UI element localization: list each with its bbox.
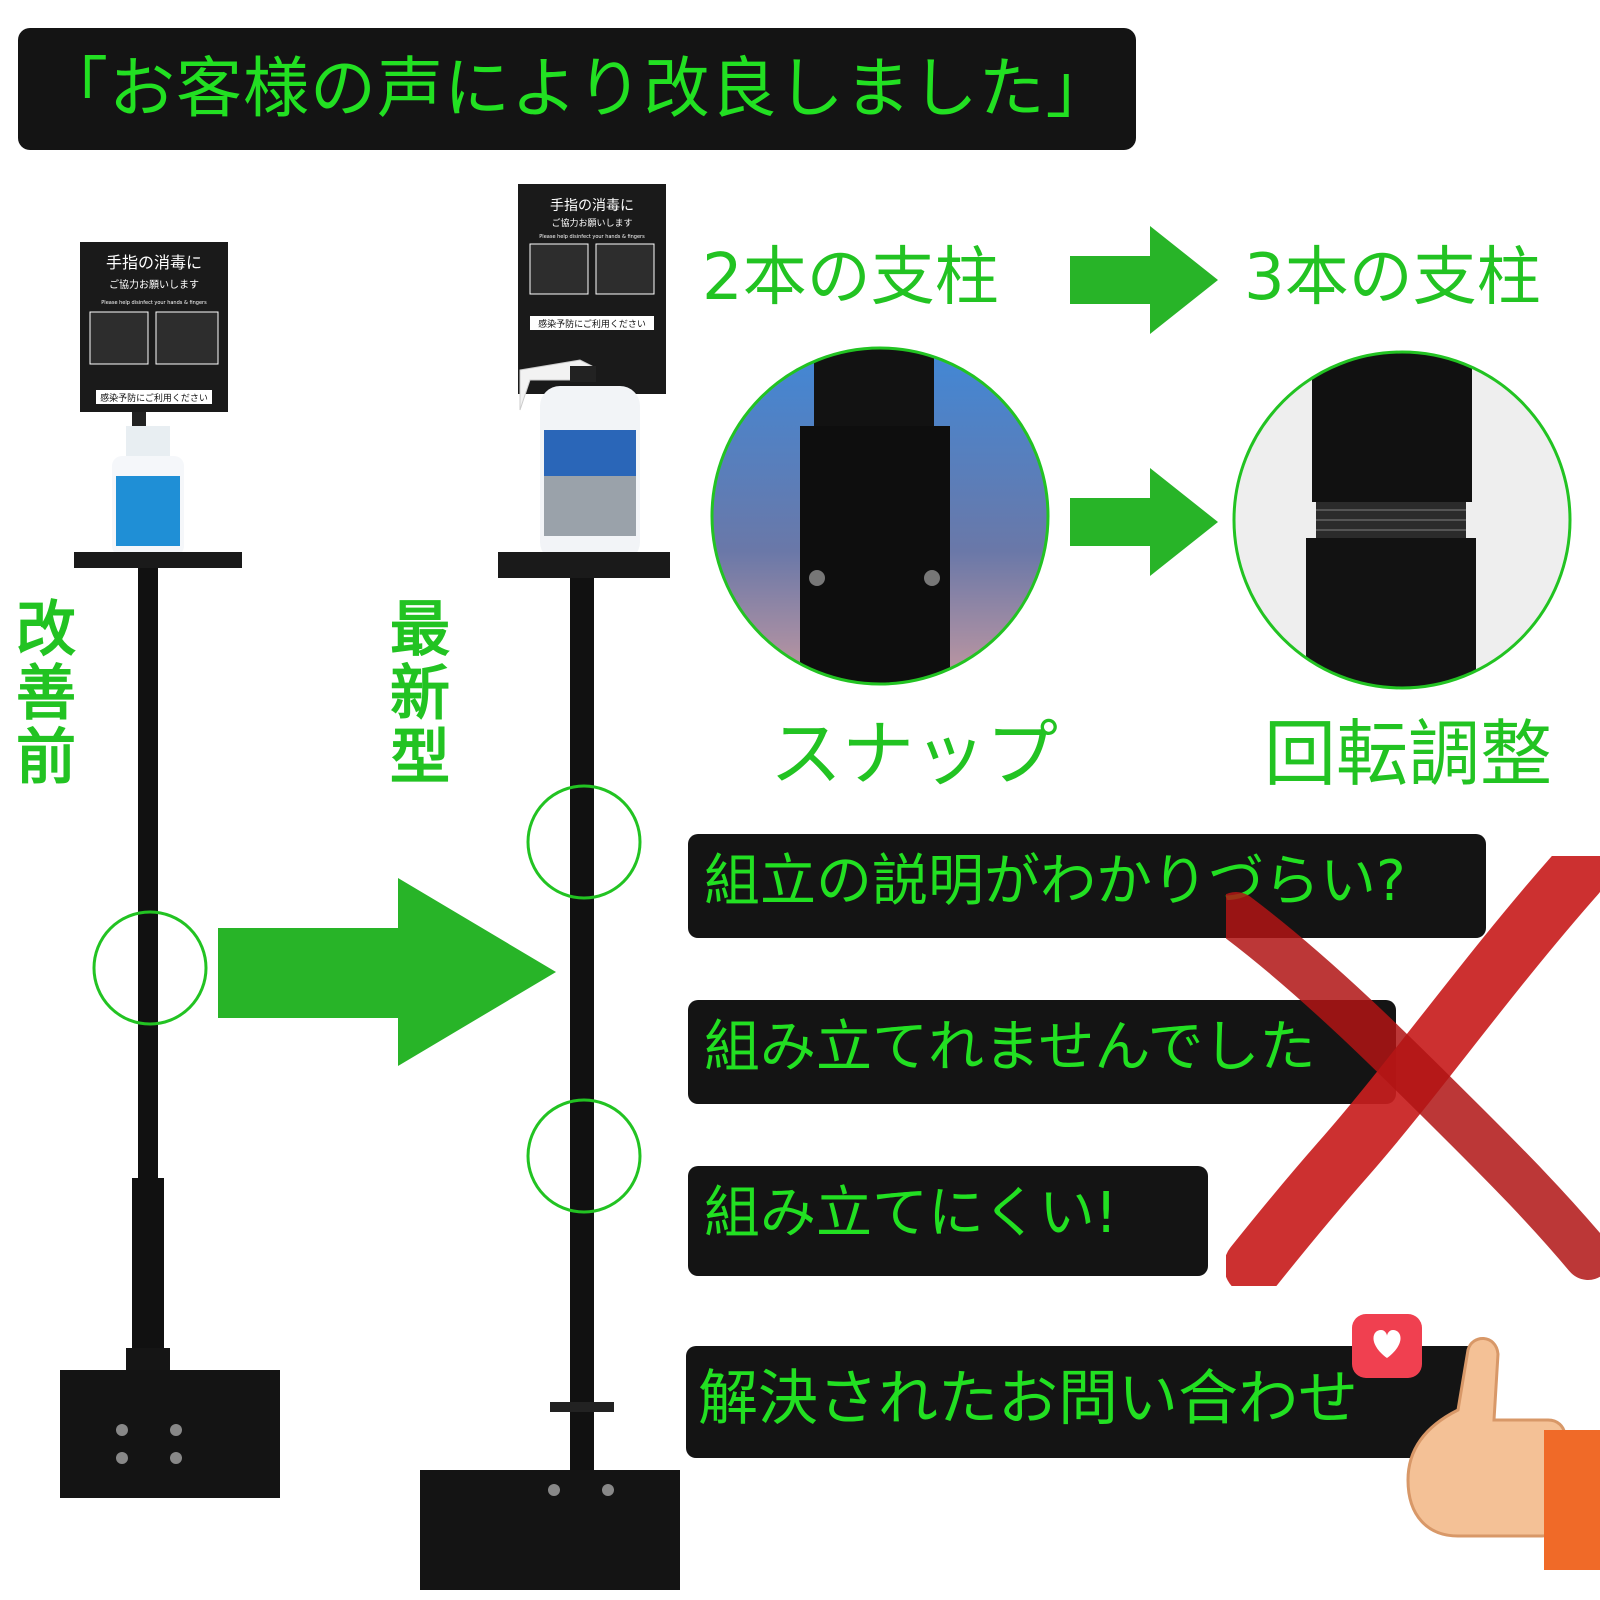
svg-text:感染予防にご利用ください: 感染予防にご利用ください: [538, 318, 646, 330]
complaint-text-2: 組み立てれませんでした: [704, 1015, 1316, 1080]
arrow-right-icon: [1070, 226, 1218, 334]
complaint-text-3: 組み立てにくい!: [704, 1181, 1118, 1246]
big-arrow-icon: [218, 878, 556, 1066]
label-latest: 最新型: [390, 595, 450, 793]
snap-joint-closeup: [710, 346, 1050, 686]
resolution-text: 解決されたお問い合わせ: [698, 1364, 1358, 1434]
method-snap: スナップ: [770, 712, 1059, 796]
svg-text:手指の消毒に: 手指の消毒に: [550, 198, 634, 214]
stand-before-image: 手指の消毒に ご協力お願いします Please help disinfect y…: [60, 242, 280, 1498]
complaint-bubble-3: 組み立てにくい!: [688, 1166, 1208, 1276]
complaint-text-1: 組立の説明がわかりづらい?: [704, 849, 1406, 914]
heart-icon: [1373, 1330, 1401, 1358]
top-banner: 「お客様の声により改良しました」: [18, 28, 1136, 150]
complaint-bubble-2: 組み立てれませんでした: [688, 1000, 1396, 1104]
thumbs-up-icon: [1352, 1314, 1600, 1570]
sign-title: 手指の消毒に: [106, 253, 202, 272]
resolution-bubble: 解決されたお問い合わせ: [686, 1346, 1486, 1458]
sign-english: Please help disinfect your hands & finge…: [101, 300, 207, 306]
label-before: 改善前: [16, 595, 76, 793]
arrow-right-icon-2: [1070, 468, 1218, 576]
svg-text:Please help disinfect your han: Please help disinfect your hands & finge…: [539, 234, 645, 240]
method-rotate: 回転調整: [1264, 712, 1553, 796]
sign-footer: 感染予防にご利用ください: [100, 392, 208, 404]
svg-text:ご協力お願いします: ご協力お願いします: [551, 217, 632, 229]
banner-text: 「お客様の声により改良しました」: [42, 50, 1113, 127]
complaint-bubble-1: 組立の説明がわかりづらい?: [688, 834, 1486, 938]
to-pillars: 3本の支柱: [1244, 241, 1541, 315]
stand-latest-image: 手指の消毒に ご協力お願いします Please help disinfect y…: [420, 184, 680, 1590]
from-pillars: 2本の支柱: [702, 241, 999, 315]
sign-subtitle: ご協力お願いします: [109, 278, 199, 291]
red-cross-icon: [1226, 856, 1600, 1286]
threaded-joint-closeup: [1232, 350, 1572, 690]
